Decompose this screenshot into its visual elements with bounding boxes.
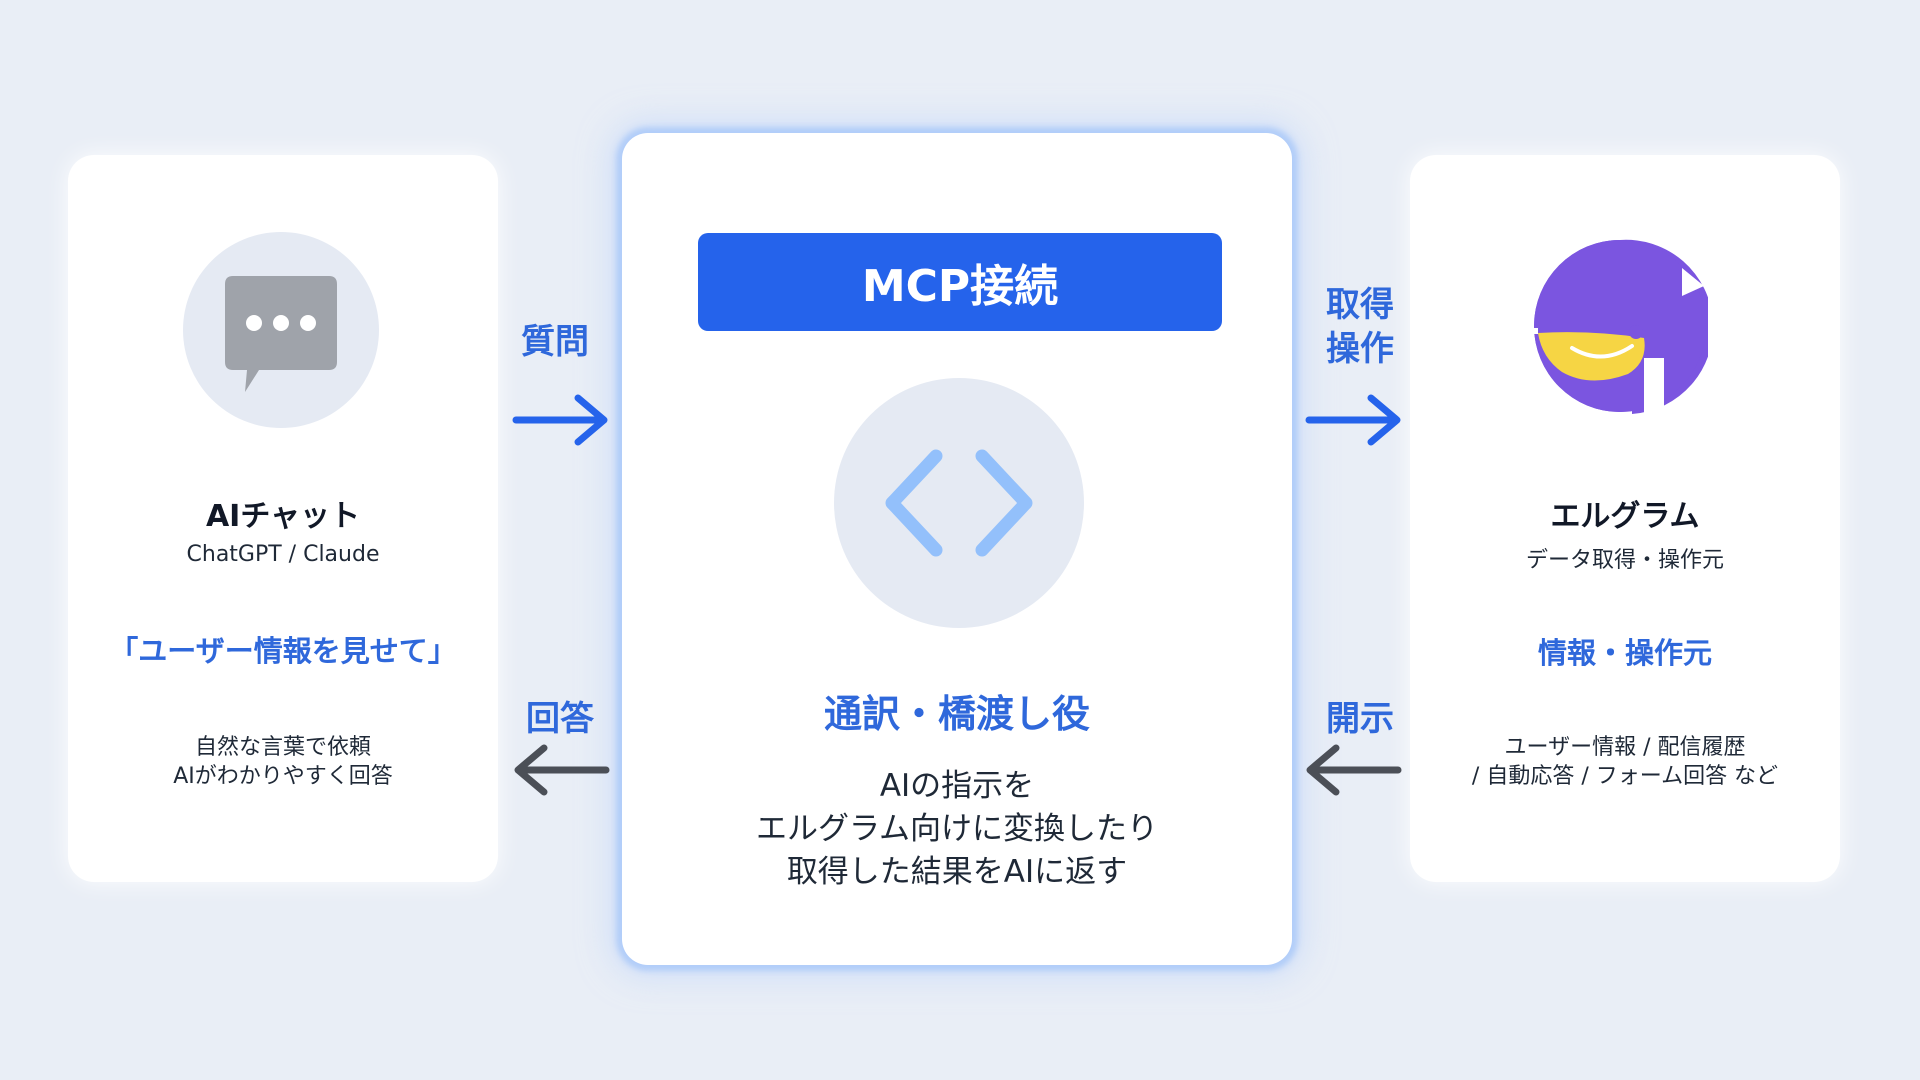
elgram-desc-line1: ユーザー情報 / 配信履歴 [1504,735,1746,760]
mcp-connection-card: MCP接続 通訳・橋渡し役 AIの指示を エルグラム向けに変換したり 取得した結… [622,133,1292,965]
chat-bubble-icon [225,276,337,392]
mcp-connection-banner: MCP接続 [698,233,1222,331]
arrow-right-icon [512,394,608,446]
mcp-desc-line1: AIの指示を [879,768,1035,804]
get-operate-label: 取得 操作 [1305,283,1415,371]
elgram-desc-line2: / 自動応答 / フォーム回答 など [1471,764,1779,789]
arrow-left-icon [514,744,610,796]
mcp-description: AIの指示を エルグラム向けに変換したり 取得した結果をAIに返す [622,765,1292,894]
bridge-role-label: 通訳・橋渡し役 [823,692,1090,736]
question-label: 質問 [521,322,589,362]
code-icon-circle [834,378,1084,628]
ai-chat-desc-line2: AIがわかりやすく回答 [173,764,393,789]
ai-chat-subtitle: ChatGPT / Claude [186,542,380,567]
disclose-label: 開示 [1326,699,1394,739]
answer-label: 回答 [526,699,594,739]
code-brackets-icon [885,449,1033,557]
arrow-left-icon [1306,744,1402,796]
mcp-desc-line2: エルグラム向けに変換したり [755,811,1159,847]
ai-chat-title: AIチャット [205,499,361,534]
elgram-accent-label: 情報・操作元 [1537,636,1712,670]
ai-chat-card: AIチャット ChatGPT / Claude 「ユーザー情報を見せて」 自然な… [68,155,498,882]
operate-label: 操作 [1326,329,1394,369]
mcp-desc-line3: 取得した結果をAIに返す [786,854,1128,890]
elgram-title: エルグラム [1550,499,1700,534]
chat-icon-circle [183,232,379,428]
arrow-right-icon [1305,394,1401,446]
ai-chat-desc-line1: 自然な言葉で依頼 [194,735,371,760]
ai-chat-quote: 「ユーザー情報を見せて」 [109,634,457,668]
get-label: 取得 [1326,285,1394,325]
elgram-subtitle: データ取得・操作元 [1525,548,1724,573]
elgram-logo-icon [1532,239,1708,414]
elgram-card: エルグラム データ取得・操作元 情報・操作元 ユーザー情報 / 配信履歴 / 自… [1410,155,1840,882]
